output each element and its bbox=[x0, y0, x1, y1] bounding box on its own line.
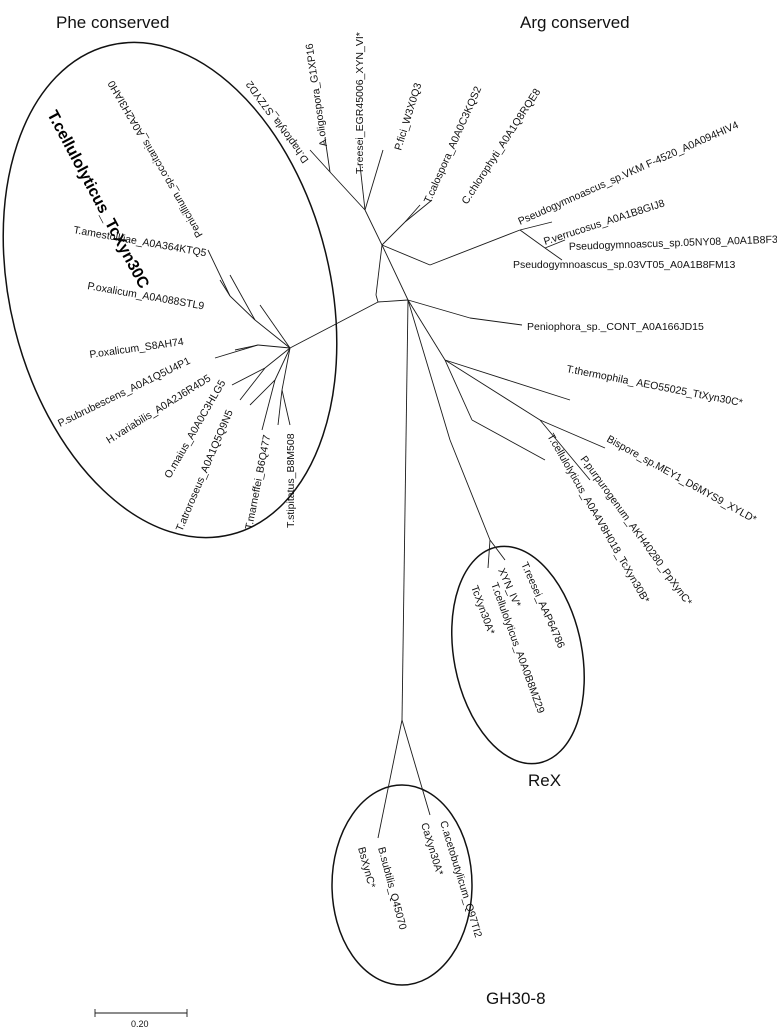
leaf-label: P.oxalicum_S8AH74 bbox=[89, 336, 185, 361]
leaf-label: T.amestolkiae_A0A364KTQ5 bbox=[72, 224, 207, 259]
leaf-label: Penicillium_sp.occitanis_A0A2H3IAH0 bbox=[106, 78, 206, 239]
leaf-label: T.reesei_EGR45006_XYN_VI* bbox=[354, 32, 366, 174]
leaf-label: Peniophora_sp._CONT_A0A166JD15 bbox=[527, 321, 704, 333]
leaf-label: Pseudogymnoascus_sp.05NY08_A0A1B8F3F1 bbox=[569, 233, 777, 253]
tree-branches bbox=[207, 137, 606, 839]
phe-clade-ellipse bbox=[2, 41, 338, 539]
leaf-label: A.oligospora_G1XP16 bbox=[304, 43, 330, 148]
gh30-group-label: GH30-8 bbox=[486, 989, 546, 1008]
phe-conserved-label: Phe conserved bbox=[56, 13, 169, 32]
leaf-label: T.stipitatus_B8M508 bbox=[285, 433, 297, 528]
leaf-label: T.reesei_AAP64786 bbox=[518, 560, 567, 650]
leaf-label: P.subrubescens_A0A1Q5U4P1 bbox=[56, 355, 192, 430]
leaf-label: C.acetobutylicum_Q97TI2 bbox=[437, 819, 484, 939]
scale-bar-label: 0.20 bbox=[131, 1019, 149, 1028]
leaf-label: T.atroroseus_A0A1Q5Q9N5 bbox=[174, 408, 236, 533]
leaf-label: D.haptotyla_S7ZYD2 bbox=[244, 78, 312, 165]
gh30-clade-ellipse bbox=[331, 784, 473, 986]
leaf-label: Pseudogymnoascus_sp.03VT05_A0A1B8FM13 bbox=[513, 259, 736, 271]
arg-conserved-label: Arg conserved bbox=[520, 13, 630, 32]
leaf-label: P.fici_W3X0Q3 bbox=[392, 81, 424, 151]
leaf-label: B.subtilis_Q45070 bbox=[375, 846, 409, 932]
rex-clade-ellipse bbox=[451, 545, 585, 765]
rex-group-label: ReX bbox=[528, 771, 561, 790]
leaf-label: T.thermophila_ AEO55025_TtXyn30C* bbox=[565, 363, 743, 409]
leaf-label: BsXynC* bbox=[355, 846, 377, 890]
